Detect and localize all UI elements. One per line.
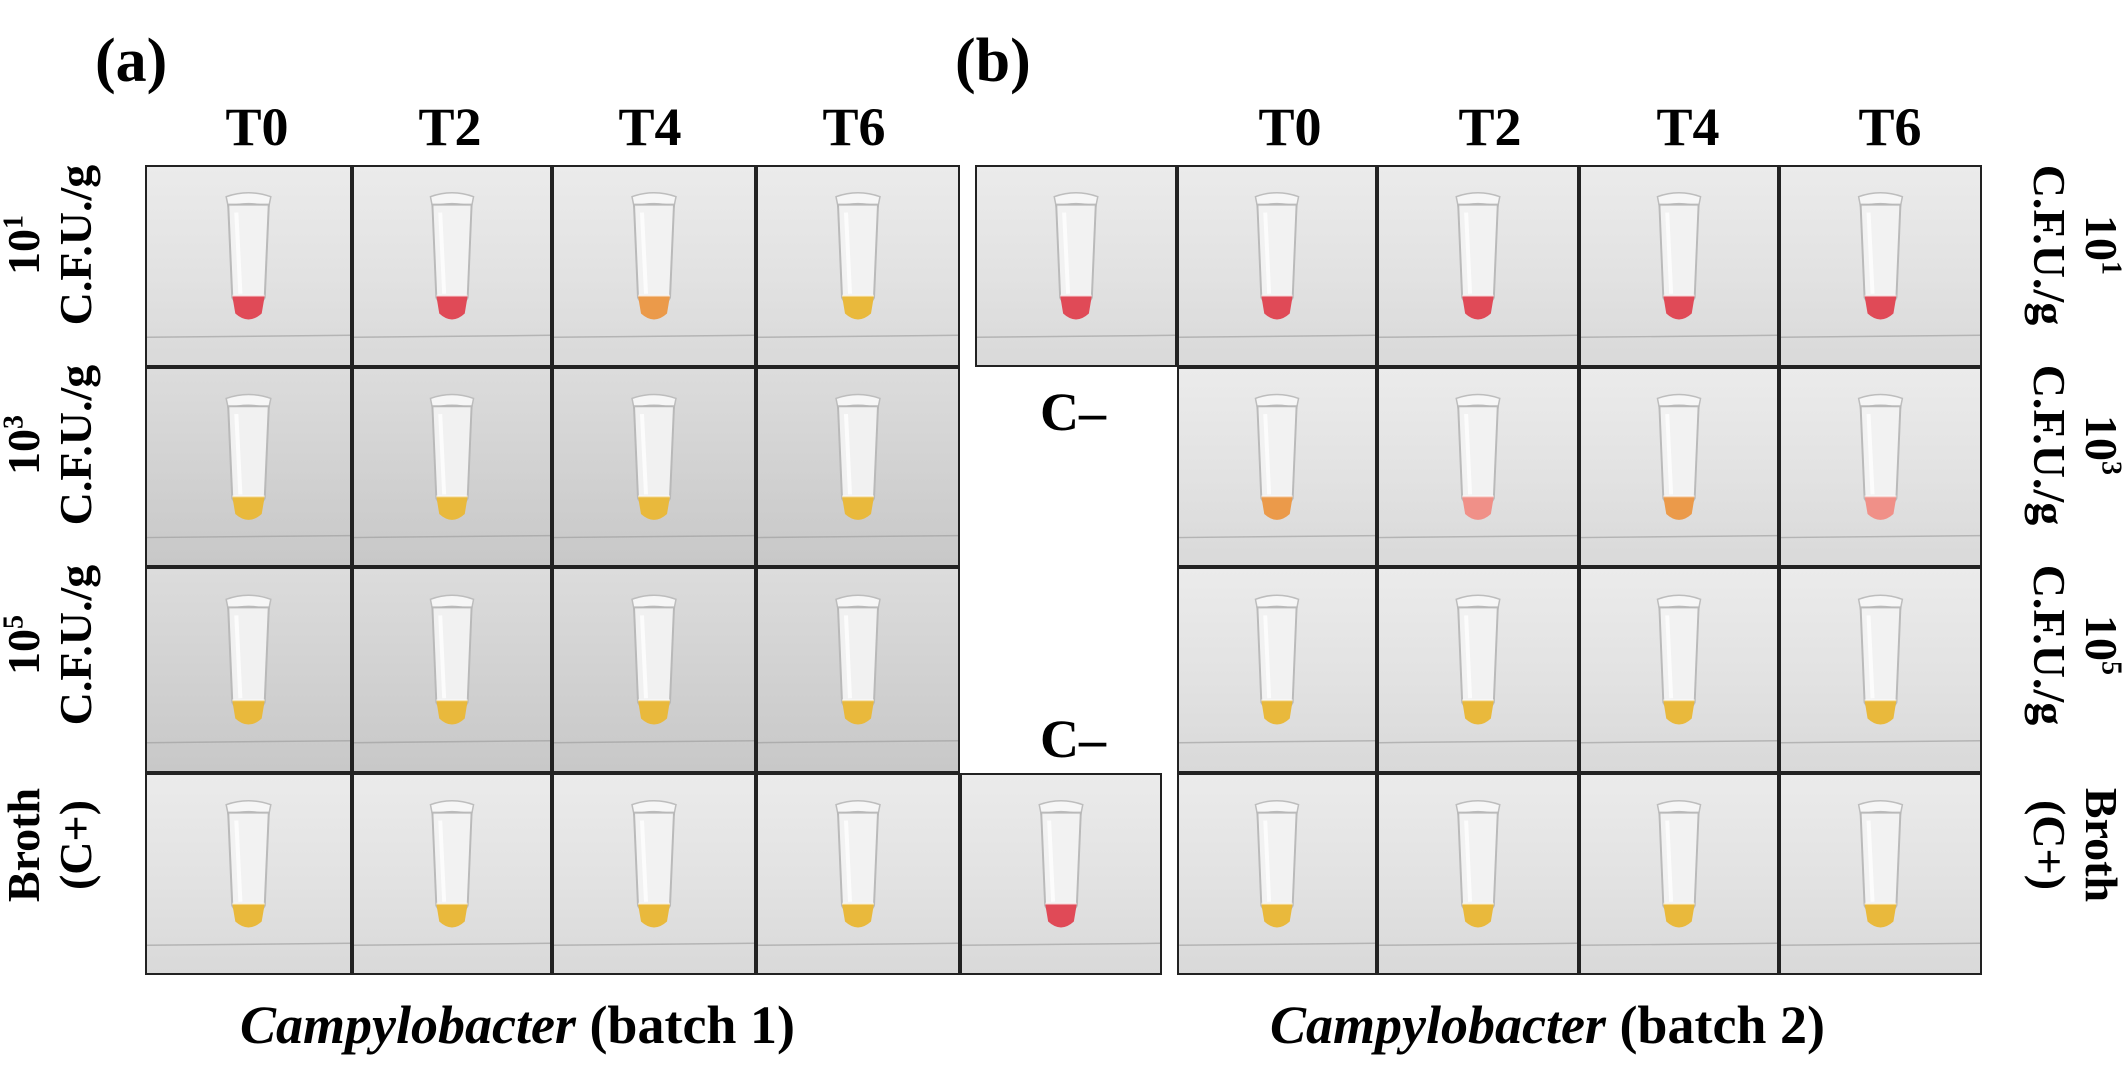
pcr-tube-icon <box>758 393 958 539</box>
pcr-tube-icon <box>1379 191 1577 339</box>
photo-cell-b-r1-c2 <box>1377 165 1579 367</box>
caption-batch-1-genus: Campylobacter <box>240 995 576 1055</box>
caption-batch-1-suffix: (batch 1) <box>575 995 795 1055</box>
photo-cell-b-r3-c3 <box>1579 567 1779 773</box>
pcr-tube-icon <box>758 799 958 947</box>
photo-cell-b-r3-c4 <box>1779 567 1982 773</box>
photo-cell-b-r1-c1 <box>1177 165 1377 367</box>
pcr-tube-icon <box>354 594 550 744</box>
pcr-tube-icon <box>147 594 350 744</box>
caption-batch-2-genus: Campylobacter <box>1270 995 1606 1055</box>
negative-control-label-bottom: C– <box>1040 709 1106 769</box>
photo-cell-negative-control-top <box>975 165 1177 367</box>
photo-cell-a-r2-c4 <box>756 367 960 567</box>
photo-cell-b-r2-c2 <box>1377 367 1579 567</box>
caption-batch-2-suffix: (batch 2) <box>1605 995 1825 1055</box>
col-header-a-t2: T2 <box>418 97 482 157</box>
pcr-tube-icon <box>1179 594 1375 744</box>
pcr-tube-icon <box>962 799 1160 947</box>
pcr-tube-icon <box>977 191 1175 339</box>
photo-cell-a-r4-c2 <box>352 773 552 975</box>
photo-cell-b-r1-c4 <box>1779 165 1982 367</box>
photo-cell-a-r3-c4 <box>756 567 960 773</box>
pcr-tube-icon <box>1379 594 1577 744</box>
photo-cell-b-r3-c2 <box>1377 567 1579 773</box>
row-label-a-3: 105 C.F.U./g <box>0 564 101 726</box>
pcr-tube-icon <box>1581 393 1777 539</box>
pcr-tube-icon <box>1179 191 1375 339</box>
panel-a-label: (a) <box>95 27 168 95</box>
photo-cell-a-r1-c2 <box>352 165 552 367</box>
pcr-tube-icon <box>1581 594 1777 744</box>
photo-cell-a-r2-c3 <box>552 367 756 567</box>
row-label-a-1: 101 C.F.U./g <box>0 164 101 326</box>
pcr-tube-icon <box>1781 191 1980 339</box>
photo-cell-negative-control-bottom <box>960 773 1162 975</box>
pcr-tube-icon <box>147 191 350 339</box>
pcr-tube-icon <box>1781 594 1980 744</box>
col-header-b-t4: T4 <box>1656 97 1720 157</box>
photo-cell-b-r1-c3 <box>1579 165 1779 367</box>
pcr-tube-icon <box>1179 393 1375 539</box>
photo-cell-b-r4-c4 <box>1779 773 1982 975</box>
photo-cell-a-r3-c1 <box>145 567 352 773</box>
photo-cell-a-r4-c4 <box>756 773 960 975</box>
col-header-b-t2: T2 <box>1458 97 1522 157</box>
pcr-tube-icon <box>1781 393 1980 539</box>
pcr-tube-icon <box>354 191 550 339</box>
row-label-a-4: Broth (C+) <box>0 787 101 903</box>
pcr-tube-icon <box>354 393 550 539</box>
pcr-tube-icon <box>147 393 350 539</box>
photo-cell-a-r4-c3 <box>552 773 756 975</box>
photo-cell-b-r2-c4 <box>1779 367 1982 567</box>
pcr-tube-icon <box>554 191 754 339</box>
pcr-tube-icon <box>1781 799 1980 947</box>
col-header-a-t6: T6 <box>822 97 886 157</box>
pcr-tube-icon <box>1581 799 1777 947</box>
photo-cell-b-r4-c1 <box>1177 773 1377 975</box>
pcr-tube-icon <box>354 799 550 947</box>
col-header-b-t6: T6 <box>1858 97 1922 157</box>
pcr-tube-icon <box>554 594 754 744</box>
pcr-tube-icon <box>1379 799 1577 947</box>
photo-cell-a-r4-c1 <box>145 773 352 975</box>
row-label-a-2: 103 C.F.U./g <box>0 364 101 526</box>
row-label-b-2: 103 C.F.U./g <box>2024 364 2125 526</box>
photo-cell-b-r4-c2 <box>1377 773 1579 975</box>
pcr-tube-icon <box>758 191 958 339</box>
col-header-a-t0: T0 <box>225 97 289 157</box>
pcr-tube-icon <box>1379 393 1577 539</box>
negative-control-label-top: C– <box>1040 382 1106 442</box>
photo-cell-a-r3-c2 <box>352 567 552 773</box>
caption-batch-2: Campylobacter (batch 2) <box>1270 995 1825 1055</box>
photo-cell-a-r1-c1 <box>145 165 352 367</box>
caption-batch-1: Campylobacter (batch 1) <box>240 995 795 1055</box>
photo-cell-a-r3-c3 <box>552 567 756 773</box>
row-label-b-3: 105 C.F.U./g <box>2024 564 2125 726</box>
pcr-tube-icon <box>758 594 958 744</box>
photo-cell-b-r3-c1 <box>1177 567 1377 773</box>
photo-cell-a-r1-c3 <box>552 165 756 367</box>
pcr-tube-icon <box>147 799 350 947</box>
pcr-tube-icon <box>1179 799 1375 947</box>
row-label-b-4: Broth (C+) <box>2024 787 2125 903</box>
pcr-tube-icon <box>1581 191 1777 339</box>
photo-cell-b-r2-c1 <box>1177 367 1377 567</box>
photo-cell-b-r2-c3 <box>1579 367 1779 567</box>
photo-cell-a-r1-c4 <box>756 165 960 367</box>
pcr-tube-icon <box>554 393 754 539</box>
pcr-tube-icon <box>554 799 754 947</box>
photo-cell-b-r4-c3 <box>1579 773 1779 975</box>
col-header-a-t4: T4 <box>618 97 682 157</box>
photo-cell-a-r2-c1 <box>145 367 352 567</box>
col-header-b-t0: T0 <box>1258 97 1322 157</box>
panel-b-label: (b) <box>955 27 1031 95</box>
photo-cell-a-r2-c2 <box>352 367 552 567</box>
row-label-b-1: 101 C.F.U./g <box>2024 164 2125 326</box>
